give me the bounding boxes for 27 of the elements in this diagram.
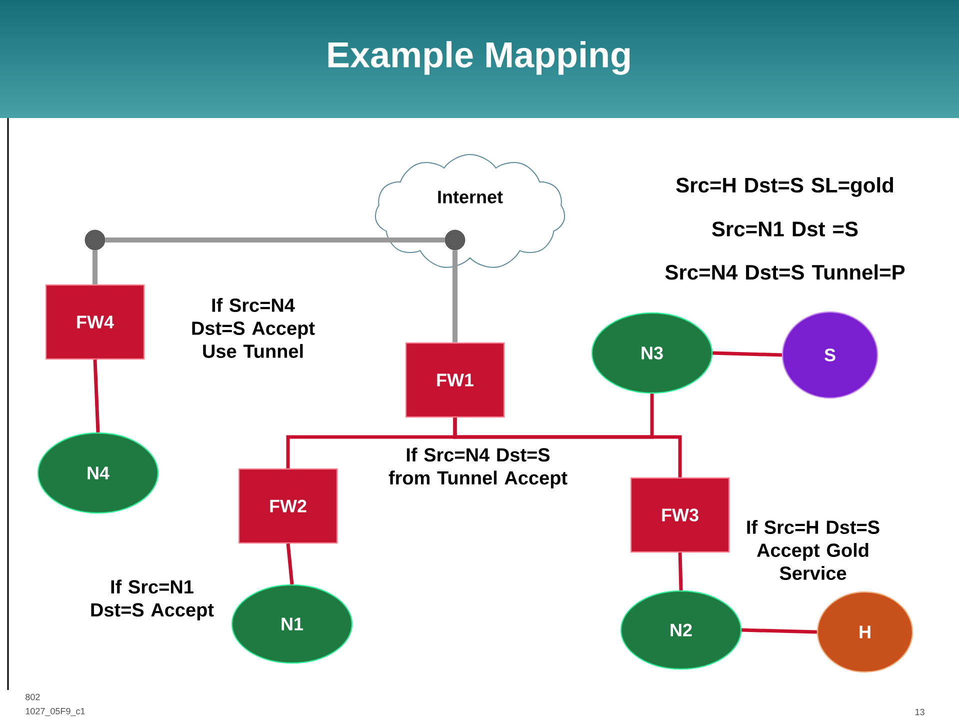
firewall-box: FW4 [45,284,145,360]
connector-line [92,250,98,284]
connector-line [452,250,458,342]
rule-text: If Src=N4 Dst=S from Tunnel Accept [388,448,568,488]
rule-text: Src=N4 Dst=S Tunnel=P [665,264,905,280]
rule-text: Src=H Dst=S SL=gold [676,177,894,197]
connector-line [286,543,294,585]
rule-text: If Src=N4 Dst=S Accept Use Tunnel [192,298,315,358]
title: Example Mapping [328,41,630,75]
footer-text: 1027_05F9_c1 [26,708,85,716]
footer-text: 13 [916,708,924,716]
connector-line [678,552,683,590]
internet-cloud: Internet [374,154,566,268]
rule-text: If Src=H Dst=S Accept Gold Service [747,520,880,580]
connector-line [453,394,654,439]
connector-line [93,360,100,432]
connection-dot [444,230,466,250]
firewall-box: FW2 [238,468,338,544]
connector-line [742,628,817,634]
connector-line [712,351,782,357]
rule-text: If Src=N1 Dst=S Accept [91,580,214,620]
connection-dot [84,230,106,250]
firewall-box: FW1 [405,342,505,418]
footer-text: 802 [26,694,40,700]
firewall-box: FW3 [630,477,730,553]
connector-line [105,238,445,242]
rule-text: Src=N1 Dst =S [712,222,858,236]
